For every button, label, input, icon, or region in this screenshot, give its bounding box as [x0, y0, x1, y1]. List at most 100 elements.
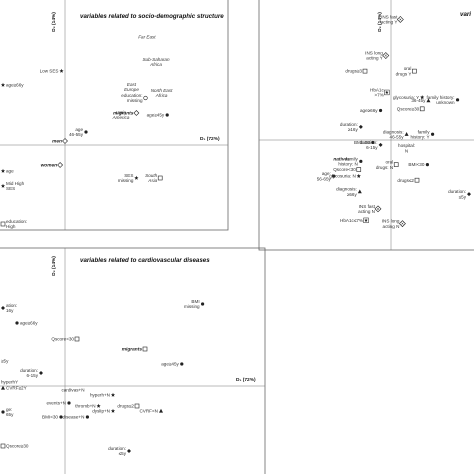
panel-2-frame [258, 0, 474, 251]
panel-1-point-7-label: education:missing [121, 93, 143, 103]
panel-1-point-9-label: migrants [113, 111, 134, 117]
panel-1-point-2-marker [59, 68, 64, 73]
panel-1-point-13-marker [134, 175, 139, 180]
panel-1-point-12-marker [62, 138, 68, 144]
panel-3-point-17-label: CVRF<N [139, 409, 158, 414]
panel-1-point-11-marker [84, 130, 88, 134]
panel-2-point-25-label: drugs≤2 [397, 178, 414, 183]
panel-2-point-14-label: BMI≥30 [354, 140, 370, 145]
panel-2-point-22-marker [356, 167, 362, 172]
panel-2-point-7-label: age≥66y [360, 108, 378, 113]
panel-3-point-1-label: ation:16y [6, 303, 17, 313]
panel-2-point-23-marker [356, 173, 361, 178]
panel-3-point-14-label: thromb+N [75, 404, 95, 409]
panel-1-point-2-label: Low SES [40, 69, 59, 74]
panel-1-point-9-marker [133, 110, 140, 116]
panel-3-point-5-marker [142, 346, 148, 352]
panel-2-point-7-marker [379, 108, 383, 113]
panel-2-point-6-marker [455, 98, 460, 102]
panel-3-point-15-label: drugs≤2 [117, 404, 134, 409]
panel-1-point-7-marker [143, 95, 148, 101]
panel-2-point-29-marker [399, 220, 406, 228]
panel-2-point-8-label: glycosuria: Y [393, 95, 419, 100]
panel-2-point-12-label: diagnosis:46-55y [383, 129, 404, 139]
panel-3-point-21-marker [127, 449, 131, 453]
panel-1-frame [0, 0, 229, 231]
panel-3-point-8-label: duration:6-15y [20, 368, 39, 378]
panel-2-point-24-label: diagnosis:≥56y [336, 187, 357, 197]
panel-1-point-10-marker [165, 113, 169, 117]
panel-1-point-16-label: age [6, 169, 14, 174]
panel-2-point-1-marker [396, 16, 404, 23]
panel-2-point-2-marker [382, 52, 390, 59]
panel-1-title: variables related to socio-demographic s… [80, 13, 224, 20]
panel-3-point-14-marker [96, 403, 101, 408]
panel-2-point-20-marker [425, 163, 429, 167]
panel-2-point-28-marker [363, 217, 369, 224]
panel-3-point-5-label: migrants [122, 347, 143, 353]
panel-2-point-11-label: duration:≥16y [340, 122, 359, 132]
panel-2-point-17-label: natives [333, 157, 350, 163]
panel-2-point-9-marker [419, 106, 425, 112]
panel-3-point-18-label: BMI<30 [42, 415, 58, 420]
panel-2-point-10-label: 36-45y [411, 98, 426, 103]
panel-2-point-21-marker [332, 174, 336, 178]
panel-2-point-18-marker [359, 159, 363, 163]
panel-2-point-9-label: Qscore≥30 [397, 106, 420, 111]
panel-3-point-1-marker [1, 306, 5, 310]
panel-3-title: variables related to cardiovascular dise… [80, 257, 210, 264]
panel-3-point-4-marker [74, 336, 80, 342]
panel-1-point-18-marker [0, 221, 6, 227]
panel-2-point-16-label: hospital:N [398, 143, 415, 153]
panel-3-point-19-label: disease+N [63, 415, 85, 420]
panel-3-point-21-label: duration:≤5y [108, 446, 127, 456]
panel-2-point-14-marker [371, 140, 375, 145]
panel-1-point-16-marker [0, 168, 6, 173]
panel-2-point-21-label: age:56-65y [317, 171, 332, 181]
panel-3-point-15-marker [134, 403, 140, 409]
panel-1-xlabel: D₁ (72%) [200, 136, 220, 142]
panel-2-point-25-marker [414, 177, 420, 183]
panel-2-point-15-marker [378, 142, 383, 147]
panel-3-point-18-marker [59, 415, 63, 419]
panel-3-point-12-marker [110, 392, 116, 397]
panel-3-point-20-marker [1, 410, 5, 414]
panel-2-point-27-marker [374, 205, 382, 213]
panel-3-frame [0, 247, 266, 474]
panel-2-point-28-label: HbA1c≤7% [340, 218, 363, 223]
panel-3-point-16-marker [110, 408, 116, 413]
panel-2-point-20-label: BMI<30 [408, 162, 424, 167]
panel-1-point-3-label: Far East [138, 35, 156, 40]
panel-3-point-2-marker [15, 321, 19, 325]
panel-2-point-19-marker [393, 162, 399, 167]
panel-2-ylabel: D₂ (14%) [377, 12, 383, 32]
panel-2-point-26-label: duration:≤5y [448, 189, 467, 199]
panel-3-point-13-label: events+N [46, 401, 66, 406]
panel-1-point-18-label: education:High [6, 219, 27, 229]
panel-2-point-15-label: duration:6-15y [360, 140, 379, 150]
panel-2-point-3-label: drugs≥3 [345, 69, 362, 74]
panel-2-point-12-marker [404, 132, 409, 136]
panel-1-point-17-marker [0, 183, 6, 188]
panel-3-point-20-label: ge:65y [6, 407, 14, 417]
panel-1-point-10-label: age≥45y [147, 113, 165, 118]
panel-3-point-12-label: hyperh+N [90, 393, 110, 398]
panel-3-point-10-marker [1, 385, 5, 390]
panel-3-point-19-marker [85, 415, 89, 419]
